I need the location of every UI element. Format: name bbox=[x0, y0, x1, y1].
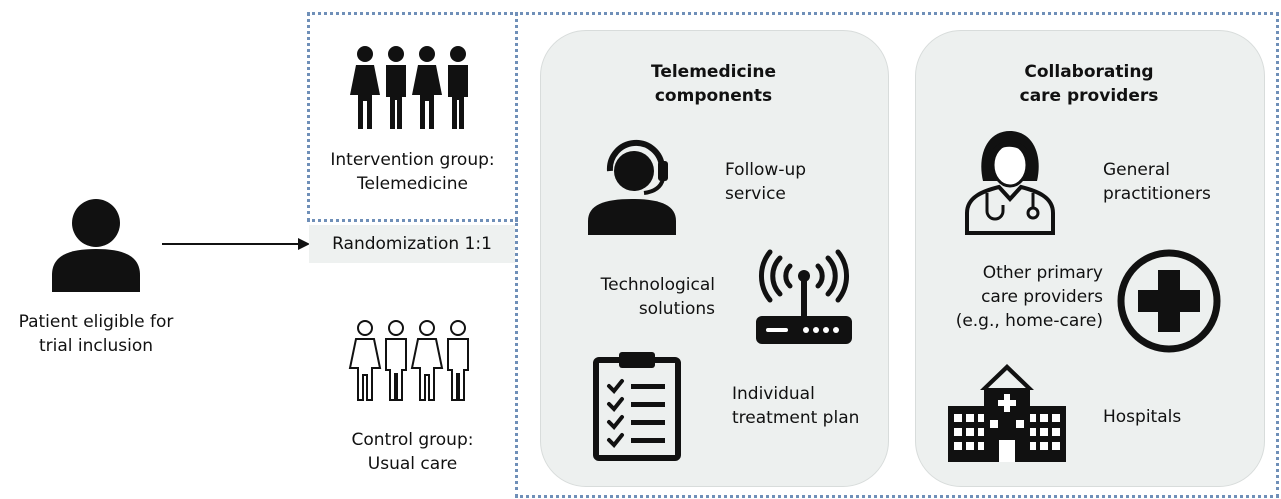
control-label-line1: Control group: bbox=[351, 430, 474, 450]
telemedicine-title: Telemedicine components bbox=[540, 60, 887, 108]
other-providers-label-line3: (e.g., home-care) bbox=[955, 311, 1103, 331]
tech-solutions-label-line1: Technological bbox=[600, 275, 715, 295]
intervention-details-box bbox=[515, 12, 1279, 498]
gp-label: General practitioners bbox=[1103, 158, 1211, 206]
patient-icon bbox=[50, 197, 142, 292]
other-providers-label: Other primary care providers (e.g., home… bbox=[933, 261, 1103, 333]
hospitals-label: Hospitals bbox=[1103, 407, 1182, 427]
hospital-building-icon bbox=[948, 364, 1066, 462]
wifi-router-icon bbox=[756, 248, 852, 346]
randomization-label: Randomization 1:1 bbox=[309, 225, 515, 263]
providers-title-line2: care providers bbox=[1019, 86, 1159, 106]
tech-solutions-label-line2: solutions bbox=[638, 299, 715, 319]
gp-label-line2: practitioners bbox=[1103, 184, 1211, 204]
telemedicine-title-line1: Telemedicine bbox=[650, 62, 776, 82]
providers-title: Collaborating care providers bbox=[915, 60, 1263, 108]
other-providers-label-line2: care providers bbox=[981, 287, 1103, 307]
intervention-people-icon bbox=[350, 45, 474, 129]
patient-label: Patient eligible for trial inclusion bbox=[0, 310, 192, 358]
followup-label-line2: service bbox=[725, 184, 786, 204]
followup-label-line1: Follow-up bbox=[725, 160, 807, 180]
intervention-label: Intervention group: Telemedicine bbox=[310, 148, 515, 196]
gp-label-line1: General bbox=[1103, 160, 1170, 180]
other-providers-label-line1: Other primary bbox=[982, 263, 1103, 283]
intervention-label-line1: Intervention group: bbox=[330, 150, 495, 170]
randomization-arrow bbox=[160, 236, 312, 252]
patient-label-line2: trial inclusion bbox=[38, 336, 154, 356]
telemedicine-title-line2: components bbox=[654, 86, 773, 106]
control-label-line2: Usual care bbox=[367, 454, 458, 474]
headset-operator-icon bbox=[586, 127, 678, 235]
control-label: Control group: Usual care bbox=[310, 428, 515, 476]
treatment-plan-label-line2: treatment plan bbox=[732, 408, 860, 428]
control-people-icon bbox=[348, 320, 474, 402]
followup-label: Follow-up service bbox=[725, 158, 806, 206]
treatment-plan-label: Individual treatment plan bbox=[732, 382, 859, 430]
clipboard-checklist-icon bbox=[593, 350, 681, 461]
intervention-label-line2: Telemedicine bbox=[357, 174, 468, 194]
doctor-stethoscope-icon bbox=[963, 125, 1057, 235]
providers-title-line1: Collaborating bbox=[1024, 62, 1154, 82]
medical-cross-icon bbox=[1114, 248, 1224, 354]
tech-solutions-label: Technological solutions bbox=[575, 273, 715, 321]
treatment-plan-label-line1: Individual bbox=[732, 384, 815, 404]
patient-label-line1: Patient eligible for bbox=[18, 312, 174, 332]
